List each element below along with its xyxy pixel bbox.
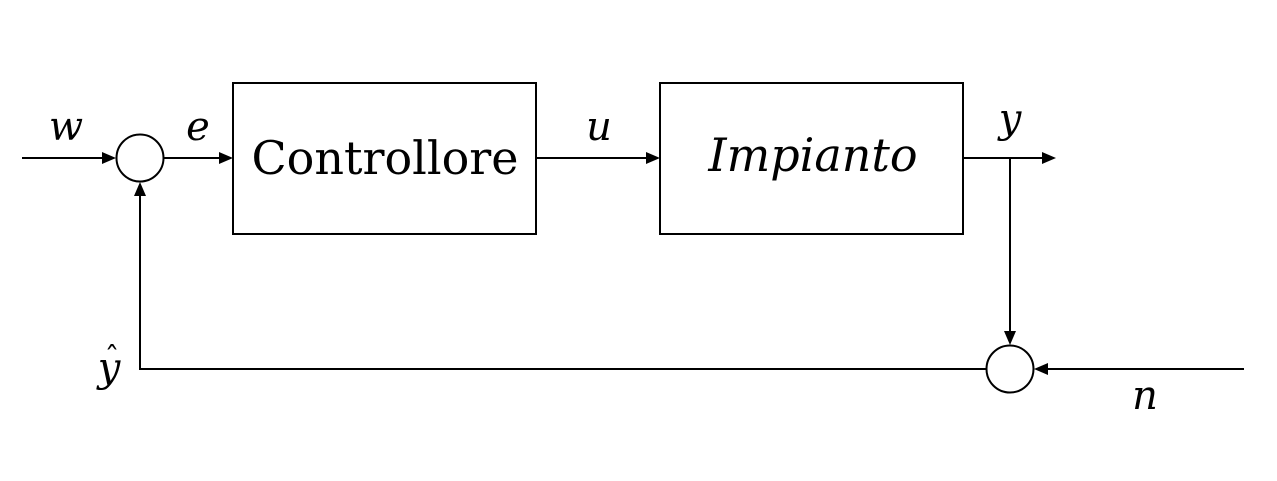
controller-block <box>232 82 537 235</box>
error-label: e <box>186 104 210 150</box>
plant-label: Impianto <box>707 128 917 182</box>
control-label: u <box>586 104 612 150</box>
feedback-arrowhead <box>134 182 146 196</box>
noise-arrowhead <box>1034 363 1048 375</box>
output-label: y <box>997 96 1023 142</box>
measured-hat-accent: ˆ <box>105 341 120 376</box>
error-arrowhead <box>219 152 233 164</box>
output-branch-arrowhead <box>1004 331 1016 345</box>
noise-label: n <box>1132 373 1158 419</box>
summing-junction-left <box>115 133 165 183</box>
reference-label: w <box>49 104 83 150</box>
reference-arrowhead <box>102 152 116 164</box>
output-arrowhead <box>1042 152 1056 164</box>
measured-label: y <box>96 345 122 391</box>
controller-label: Controllore <box>251 131 518 185</box>
summing-junction-right <box>985 344 1035 394</box>
plant-block <box>659 82 964 235</box>
feedback-line <box>139 192 986 370</box>
control-arrowhead <box>646 152 660 164</box>
